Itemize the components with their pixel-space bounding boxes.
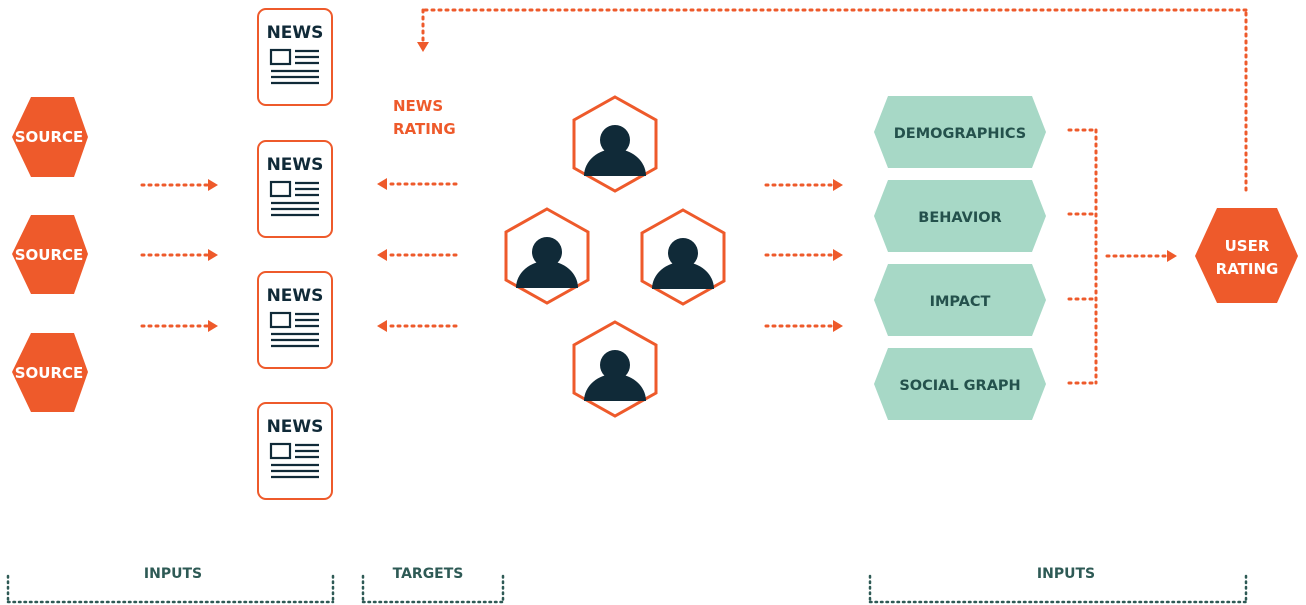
source-node: SOURCE <box>12 215 88 294</box>
arrowhead-right-icon <box>1167 250 1177 262</box>
newspaper-icon <box>269 180 319 217</box>
feature-pill-social-graph: SOCIAL GRAPH <box>874 348 1046 420</box>
news-label: NEWS <box>267 286 324 306</box>
inputs-right-bracket <box>868 574 1248 604</box>
news-card: NEWS <box>257 271 333 369</box>
news-rating-line1: NEWS <box>393 97 443 115</box>
feature-pill-impact: IMPACT <box>874 264 1046 336</box>
newspaper-icon <box>269 48 319 85</box>
news-rating-line2: RATING <box>393 120 456 138</box>
arrowhead-right-icon <box>833 320 843 332</box>
user-rating-line2: RATING <box>1216 260 1279 278</box>
arrowhead-down-icon <box>417 42 429 52</box>
newspaper-icon <box>269 442 319 479</box>
user-rating-line1: USER <box>1225 237 1270 255</box>
source-label: SOURCE <box>15 364 84 382</box>
news-card: NEWS <box>257 140 333 238</box>
source-label: SOURCE <box>15 246 84 264</box>
targets-bracket <box>361 574 505 604</box>
source-node: SOURCE <box>12 97 88 177</box>
arrowhead-left-icon <box>377 178 387 190</box>
feature-pill-behavior: BEHAVIOR <box>874 180 1046 252</box>
feature-label: BEHAVIOR <box>918 210 1001 226</box>
news-card: NEWS <box>257 8 333 106</box>
user-rating-node: USER RATING <box>1195 208 1298 303</box>
user-node <box>640 208 726 306</box>
news-label: NEWS <box>267 23 324 43</box>
news-label: NEWS <box>267 155 324 175</box>
source-label: SOURCE <box>15 128 84 146</box>
user-node <box>572 95 658 193</box>
user-node <box>504 207 590 305</box>
arrowhead-right-icon <box>208 320 218 332</box>
news-label: NEWS <box>267 417 324 437</box>
news-rating-label: NEWS RATING <box>393 97 456 138</box>
feature-label: IMPACT <box>930 294 991 310</box>
user-node <box>572 320 658 418</box>
source-node: SOURCE <box>12 333 88 412</box>
arrowhead-left-icon <box>377 249 387 261</box>
arrowhead-left-icon <box>377 320 387 332</box>
targets-label: TARGETS <box>393 566 464 582</box>
newspaper-icon <box>269 311 319 348</box>
feature-label: SOCIAL GRAPH <box>899 378 1020 394</box>
feature-pill-demographics: DEMOGRAPHICS <box>874 96 1046 168</box>
arrowhead-right-icon <box>833 179 843 191</box>
inputs-left-bracket <box>6 574 335 604</box>
inputs-left-label: INPUTS <box>144 566 202 582</box>
feature-merge-connector <box>1067 128 1168 385</box>
arrowhead-right-icon <box>208 179 218 191</box>
feedback-loop-connector <box>421 8 1248 192</box>
news-card: NEWS <box>257 402 333 500</box>
feature-label: DEMOGRAPHICS <box>894 126 1027 142</box>
inputs-right-label: INPUTS <box>1037 566 1095 582</box>
arrowhead-right-icon <box>208 249 218 261</box>
arrowhead-right-icon <box>833 249 843 261</box>
